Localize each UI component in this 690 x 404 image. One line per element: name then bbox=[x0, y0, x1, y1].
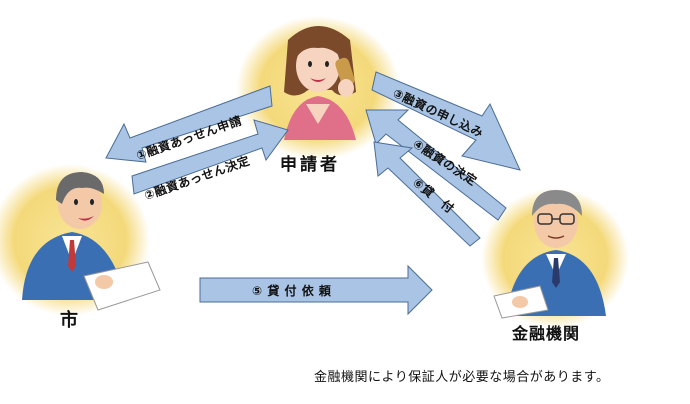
arrow-1-loan-mediation-application bbox=[105, 85, 273, 163]
arrow-3-loan-application bbox=[371, 71, 521, 171]
arrow-5-loan-request bbox=[199, 264, 433, 316]
bank-label: 金融機関 bbox=[512, 324, 581, 343]
city-official-illustration bbox=[0, 164, 161, 316]
applicant-illustration bbox=[236, 16, 400, 160]
bank-officer-illustration bbox=[481, 188, 629, 328]
arrow-2-loan-mediation-decision bbox=[131, 119, 289, 195]
arrow-4-loan-decision bbox=[365, 109, 507, 221]
applicant-label: 申請者 bbox=[280, 155, 340, 175]
city-label: 市 bbox=[60, 310, 81, 331]
arrow-6-loan-disbursement bbox=[373, 141, 481, 247]
guarantor-note: 金融機関により保証人が必要な場合があります。 bbox=[314, 370, 610, 385]
arrow-5-label: ⑤ 貸 付 依 頼 bbox=[252, 283, 332, 298]
